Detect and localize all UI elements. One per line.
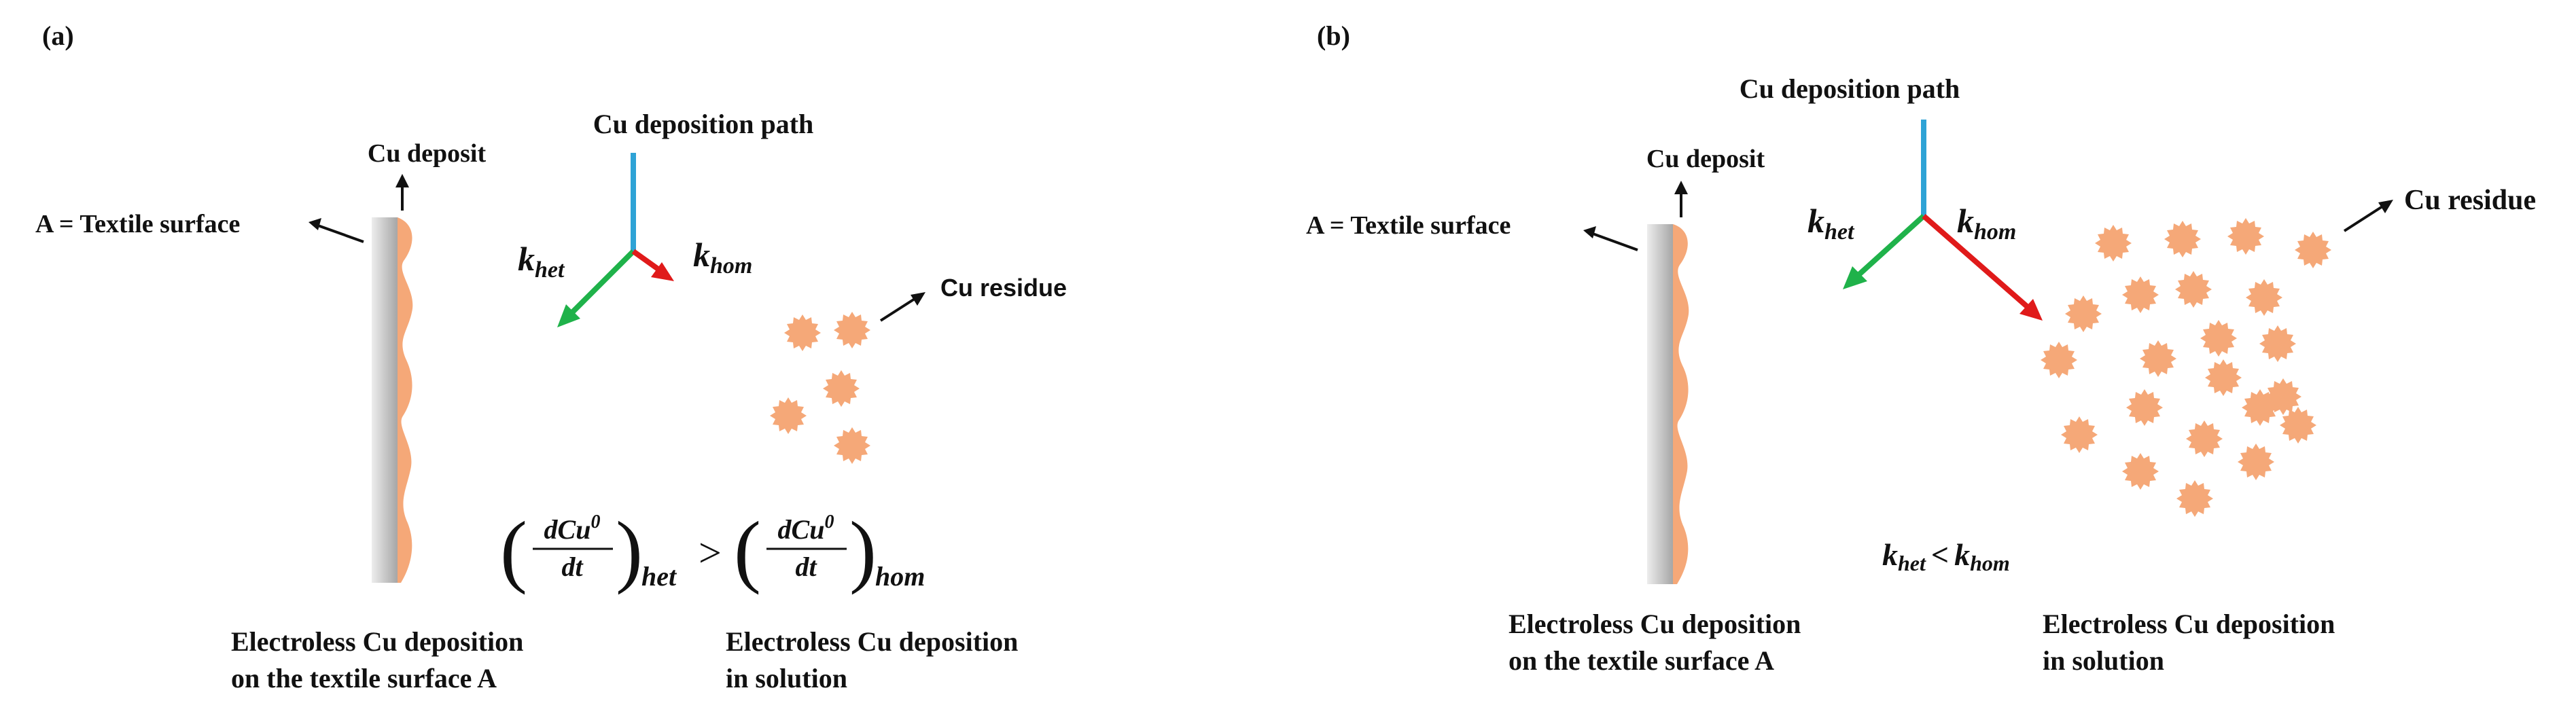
panel-a-cu-particle bbox=[823, 370, 860, 407]
panel-a-paren-close-left: ) bbox=[616, 505, 643, 595]
panel-b-caption-right-line2: in solution bbox=[2043, 645, 2164, 676]
panel-a-hom-arrowhead bbox=[651, 262, 674, 281]
panel-b-caption-right-line1: Electroless Cu deposition bbox=[2043, 609, 2335, 639]
panel-a-rate-right-sub: hom bbox=[875, 561, 925, 592]
panel-a: (a) A = Textile surface Cu deposit Cu de… bbox=[35, 20, 1067, 694]
panel-a-deposit-arrowhead bbox=[395, 174, 409, 187]
panel-a-path-label: Cu deposition path bbox=[593, 109, 814, 139]
panel-a-caption-right-line1: Electroless Cu deposition bbox=[726, 626, 1018, 657]
panel-b-deposit-arrowhead bbox=[1674, 181, 1688, 194]
panel-b-cu-particle bbox=[2238, 444, 2274, 480]
panel-a-paren-close-right: ) bbox=[849, 505, 877, 595]
panel-b-cu-particle bbox=[2175, 271, 2212, 308]
panel-b-cu-particle bbox=[2186, 420, 2223, 457]
panel-a-het-arrow-line bbox=[570, 249, 635, 314]
panel-a-cu-particle bbox=[770, 397, 807, 434]
panel-a-cu-deposit-layer bbox=[398, 217, 413, 583]
panel-a-cu-particle bbox=[834, 312, 870, 348]
panel-b-rate-comparison: khet<khom bbox=[1882, 537, 2010, 575]
panel-b-cu-residue-particles bbox=[2041, 218, 2331, 517]
panel-a-cu-residue-particles bbox=[770, 312, 870, 464]
panel-a-paren-open-right: ( bbox=[734, 505, 761, 595]
panel-b-cu-particle bbox=[2041, 342, 2077, 378]
panel-b-cu-particle bbox=[2122, 276, 2159, 313]
panel-a-paren-open-left: ( bbox=[500, 505, 527, 595]
panel-b-surface-label: A = Textile surface bbox=[1306, 211, 1511, 240]
panel-b-cu-deposit-layer bbox=[1673, 224, 1689, 584]
panel-a-caption-left-line2: on the textile surface A bbox=[231, 663, 497, 694]
panel-a-surface-label: A = Textile surface bbox=[35, 210, 240, 238]
panel-a-label: (a) bbox=[42, 20, 74, 51]
panel-b-cu-particle bbox=[2140, 340, 2176, 377]
panel-b-het-arrow-line bbox=[1857, 214, 1926, 276]
panel-b-textile-slab bbox=[1647, 224, 1673, 584]
panel-b-hom-arrow-line bbox=[1922, 213, 2030, 310]
panel-a-caption-right-line2: in solution bbox=[726, 663, 847, 694]
panel-a-rate-right-num: dCu0 bbox=[778, 511, 834, 545]
panel-b-cu-particle bbox=[2126, 389, 2163, 426]
panel-b-cu-particle bbox=[2295, 232, 2331, 268]
panel-a-rate-operator: > bbox=[699, 530, 722, 575]
panel-a-residue-arrow-line bbox=[879, 298, 916, 322]
panel-b-cu-particle bbox=[2095, 225, 2132, 262]
panel-a-rate-left-sub: het bbox=[641, 561, 677, 592]
panel-a-hom-arrow-line bbox=[631, 249, 664, 274]
panel-b-label: (b) bbox=[1317, 20, 1350, 51]
panel-a-residue-label: Cu residue bbox=[940, 274, 1067, 302]
panel-b-cu-particle bbox=[2164, 221, 2201, 257]
panel-a-rate-left-den: dt bbox=[561, 552, 584, 582]
panel-b-surface-arrowhead bbox=[1583, 226, 1596, 238]
panel-a-rate-inequality: ( dCu0 dt ) het > ( dCu0 dt ) hom bbox=[500, 505, 925, 595]
panel-b-residue-arrowhead bbox=[2378, 200, 2393, 213]
panel-b-path-label: Cu deposition path bbox=[1740, 73, 1960, 104]
panel-b-deposit-label: Cu deposit bbox=[1646, 145, 1765, 173]
panel-a-cu-particle bbox=[834, 427, 870, 464]
panel-b-k-hom: khom bbox=[1957, 202, 2016, 245]
panel-b-cu-particle bbox=[2227, 218, 2264, 255]
panel-a-textile-slab bbox=[372, 217, 398, 583]
panel-a-k-het: khet bbox=[518, 240, 565, 283]
panel-a-textile bbox=[372, 217, 413, 583]
panel-b-hom-arrowhead bbox=[2019, 299, 2043, 321]
panel-b-cu-particle bbox=[2061, 416, 2098, 453]
panel-a-deposit-label: Cu deposit bbox=[368, 139, 487, 168]
panel-b-residue-arrow-line bbox=[2343, 205, 2384, 232]
panel-b-caption-left-line2: on the textile surface A bbox=[1508, 645, 1774, 676]
panel-b-residue-label: Cu residue bbox=[2404, 185, 2536, 216]
panel-a-surface-arrow-line bbox=[317, 224, 364, 243]
panel-b-surface-arrow-line bbox=[1592, 232, 1638, 251]
panel-b-cu-particle bbox=[2122, 453, 2159, 490]
panel-b-caption-left-line1: Electroless Cu deposition bbox=[1508, 609, 1801, 639]
panel-b-cu-particle bbox=[2246, 279, 2282, 316]
panel-a-residue-arrowhead bbox=[911, 292, 925, 306]
panel-b-cu-particle bbox=[2176, 480, 2213, 517]
panel-a-caption-left-line1: Electroless Cu deposition bbox=[231, 626, 523, 657]
panel-a-het-arrowhead bbox=[557, 304, 580, 327]
panel-a-rate-right-den: dt bbox=[795, 552, 817, 582]
panel-b: (b) A = Textile surface Cu deposit Cu de… bbox=[1306, 20, 2536, 676]
panel-a-cu-particle bbox=[784, 314, 821, 351]
panel-b-textile bbox=[1647, 224, 1689, 584]
panel-b-het-arrowhead bbox=[1843, 266, 1867, 289]
panel-b-cu-particle bbox=[2200, 320, 2237, 357]
panel-b-cu-particle bbox=[2259, 325, 2296, 362]
panel-a-k-hom: khom bbox=[693, 236, 752, 278]
panel-a-surface-arrowhead bbox=[308, 218, 321, 230]
panel-b-cu-particle bbox=[2280, 407, 2316, 444]
panel-a-rate-left-num: dCu0 bbox=[544, 511, 601, 545]
panel-b-k-het: khet bbox=[1807, 202, 1855, 245]
panel-b-cu-particle bbox=[2205, 359, 2242, 396]
panel-b-cu-particle bbox=[2065, 295, 2102, 332]
